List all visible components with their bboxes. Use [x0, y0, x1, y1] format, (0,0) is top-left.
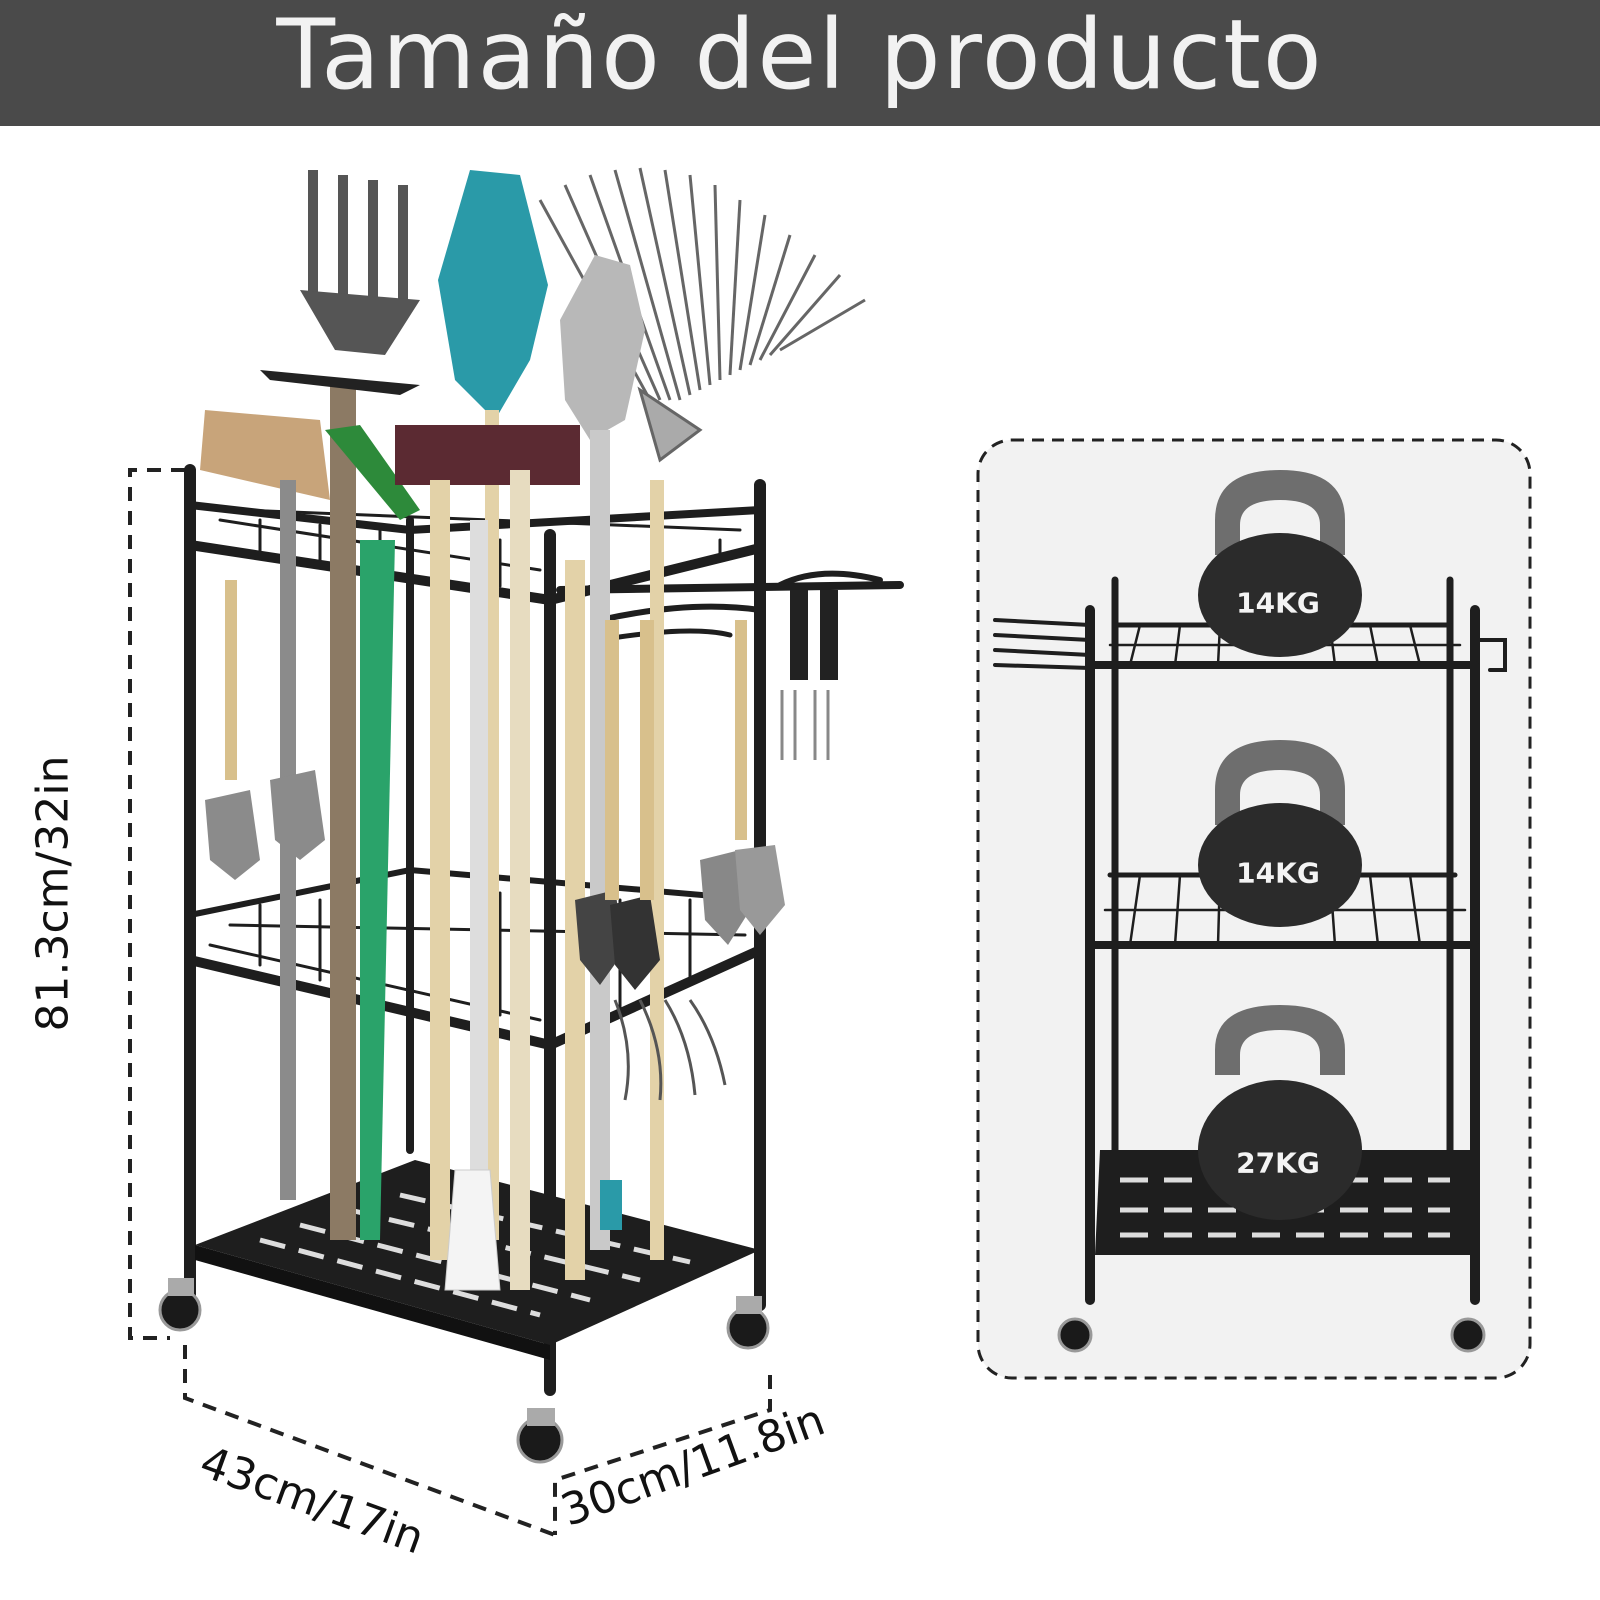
hanging-tools — [205, 580, 838, 1101]
weight-label-top: 14KG — [1236, 586, 1320, 620]
page-title: Tamaño del producto — [276, 0, 1324, 111]
kettlebell-1 — [1198, 470, 1362, 657]
long-tools — [200, 167, 866, 1291]
weight-label-middle: 14KG — [1236, 856, 1320, 890]
dimension-lines — [128, 468, 772, 1537]
kettlebell-2 — [1198, 740, 1362, 927]
wheels — [158, 1278, 770, 1464]
height-dimension-label: 81.3cm/32in — [27, 755, 79, 1032]
weight-label-bottom: 27KG — [1236, 1146, 1320, 1180]
kettlebell-3 — [1198, 1005, 1362, 1220]
title-banner: Tamaño del producto — [0, 0, 1600, 126]
load-rack-wheels — [1057, 1317, 1486, 1353]
